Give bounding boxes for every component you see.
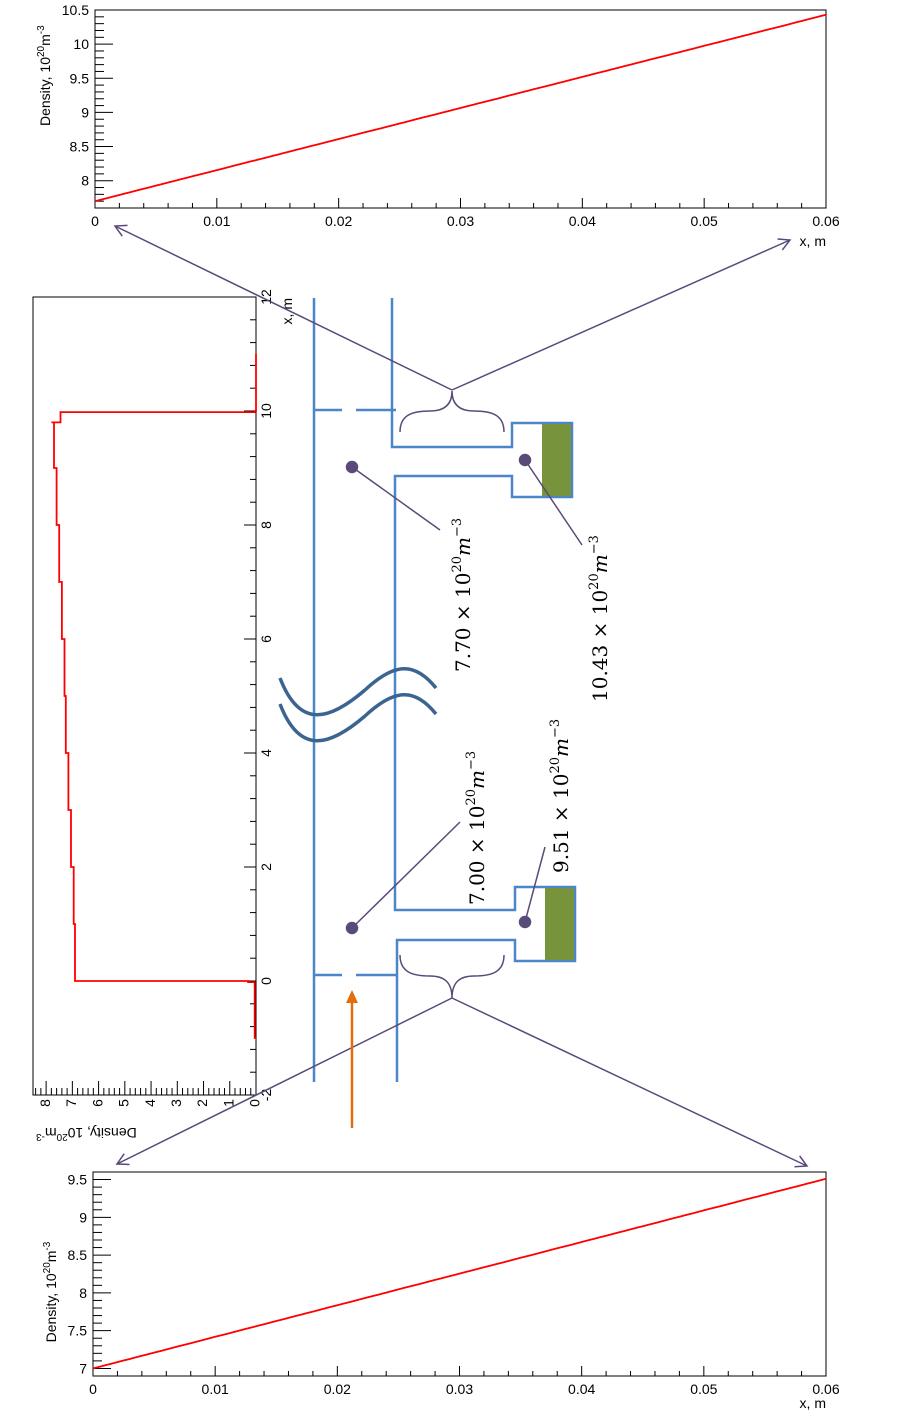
zoom-arrow-top-right	[451, 238, 792, 391]
top-y-axis-title: Density, 1020m-3	[36, 25, 53, 126]
bottom-x-tick-label: 0.04	[568, 1381, 595, 1397]
zoom-arrows	[113, 224, 809, 1168]
probe-point-channel-inlet	[345, 921, 359, 935]
top-x-tick-label: 0.05	[691, 213, 718, 229]
left-density-tick-label: 5	[116, 1099, 132, 1107]
axis-break-mark	[278, 667, 438, 743]
bottom-x-tick-label: 0.02	[324, 1381, 351, 1397]
bottom-y-axis-title: Density, 1020m-3	[42, 1241, 59, 1342]
top-x-tick-label: 0.04	[569, 213, 596, 229]
bottom-y-tick-label: 9.5	[68, 1172, 88, 1188]
zoom-arrow-bottom-left	[115, 997, 453, 1166]
channel-schematic	[312, 298, 577, 1082]
bottom-y-tick-label: 9	[79, 1209, 87, 1225]
left-density-tick-label: 3	[168, 1099, 184, 1107]
outlet-brace	[399, 390, 505, 433]
probe-point-gap-inlet	[518, 915, 532, 929]
left-density-tick-label: 4	[142, 1099, 158, 1107]
left-density-tick-label: 0	[247, 1099, 263, 1107]
left-position-tick-label: 8	[258, 521, 274, 529]
bottom-density-line	[92, 1177, 827, 1370]
top-chart-frame	[94, 9, 827, 209]
top-x-tick-label: 0.03	[447, 213, 474, 229]
top-x-tick-label: 0.01	[203, 213, 230, 229]
zoom-arrow-bottom-right	[451, 997, 809, 1168]
top-x-tick-label: 0.02	[325, 213, 352, 229]
annotation-10-43: 10.43 × 1020m−3	[587, 535, 612, 702]
lower-wall-block	[545, 888, 574, 960]
probe-point-gap-outlet	[518, 453, 532, 467]
probe-point-channel-outlet	[345, 460, 359, 474]
bottom-y-tick-label: 7	[79, 1360, 87, 1376]
inlet-brace	[399, 954, 505, 999]
top-y-tick-label: 9	[81, 104, 89, 120]
left-density-tick-label: 7	[63, 1099, 79, 1107]
annotation-7-00: 7.00 × 1020m−3	[464, 751, 489, 905]
bottom-x-tick-label: 0.01	[202, 1381, 229, 1397]
left-position-tick-label: 2	[258, 863, 274, 871]
top-y-tick-label: 10	[73, 36, 89, 52]
bottom-x-tick-label: 0.06	[812, 1381, 839, 1397]
top-x-tick-label: 0	[91, 213, 99, 229]
left-position-tick-label: 4	[258, 749, 274, 757]
left-density-profile	[51, 354, 257, 1039]
bottom-x-axis-title: x, m	[800, 1395, 826, 1411]
bottom-y-tick-label: 8	[79, 1285, 87, 1301]
top-chart-ticks: 0 0.01 0.02 0.03 0.04 0.05 0.06 8 8.5 9 9.5 10 10.5	[62, 2, 840, 229]
top-y-tick-label: 8.5	[70, 139, 90, 155]
left-density-tick-label: 8	[37, 1099, 53, 1107]
bottom-chart: 0 0.01 0.02 0.03 0.04 0.05 0.06 7 7.5 8 8.5 9 9.5 x,…	[42, 1171, 840, 1411]
top-x-axis-title: x, m	[800, 233, 826, 249]
left-position-tick-label: 0	[258, 977, 274, 985]
left-density-tick-label: 2	[194, 1099, 210, 1107]
top-density-line	[94, 13, 827, 203]
left-density-tick-label: 1	[220, 1099, 236, 1107]
channel-right-wall	[390, 298, 577, 1082]
probe-markers	[345, 453, 583, 935]
left-position-tick-label: 10	[258, 403, 274, 419]
bottom-y-tick-label: 7.5	[68, 1323, 88, 1339]
annotation-9-51: 9.51 × 1020m−3	[548, 719, 573, 873]
zoom-arrow-top-left	[113, 224, 453, 391]
upper-wall-block	[542, 424, 571, 496]
bottom-y-tick-label: 8.5	[68, 1247, 88, 1263]
top-y-tick-label: 10.5	[62, 2, 89, 18]
left-position-tick-label: 6	[258, 635, 274, 643]
bottom-x-tick-label: 0.05	[690, 1381, 717, 1397]
top-y-tick-label: 9.5	[70, 70, 90, 86]
left-x-axis-title: x, m	[279, 298, 295, 324]
annotation-7-70: 7.70 × 1020m−3	[450, 518, 475, 672]
top-x-tick-label: 0.06	[812, 213, 839, 229]
left-density-tick-label: 6	[89, 1099, 105, 1107]
top-y-tick-label: 8	[81, 173, 89, 189]
left-y-axis-title: Density, 1020m-3	[36, 1125, 137, 1142]
bottom-x-tick-label: 0	[89, 1381, 97, 1397]
bottom-chart-ticks: 0 0.01 0.02 0.03 0.04 0.05 0.06 7 7.5 8 8.5 9 9.5	[68, 1171, 840, 1397]
bottom-x-tick-label: 0.03	[446, 1381, 473, 1397]
left-chart-frame	[32, 296, 257, 1096]
